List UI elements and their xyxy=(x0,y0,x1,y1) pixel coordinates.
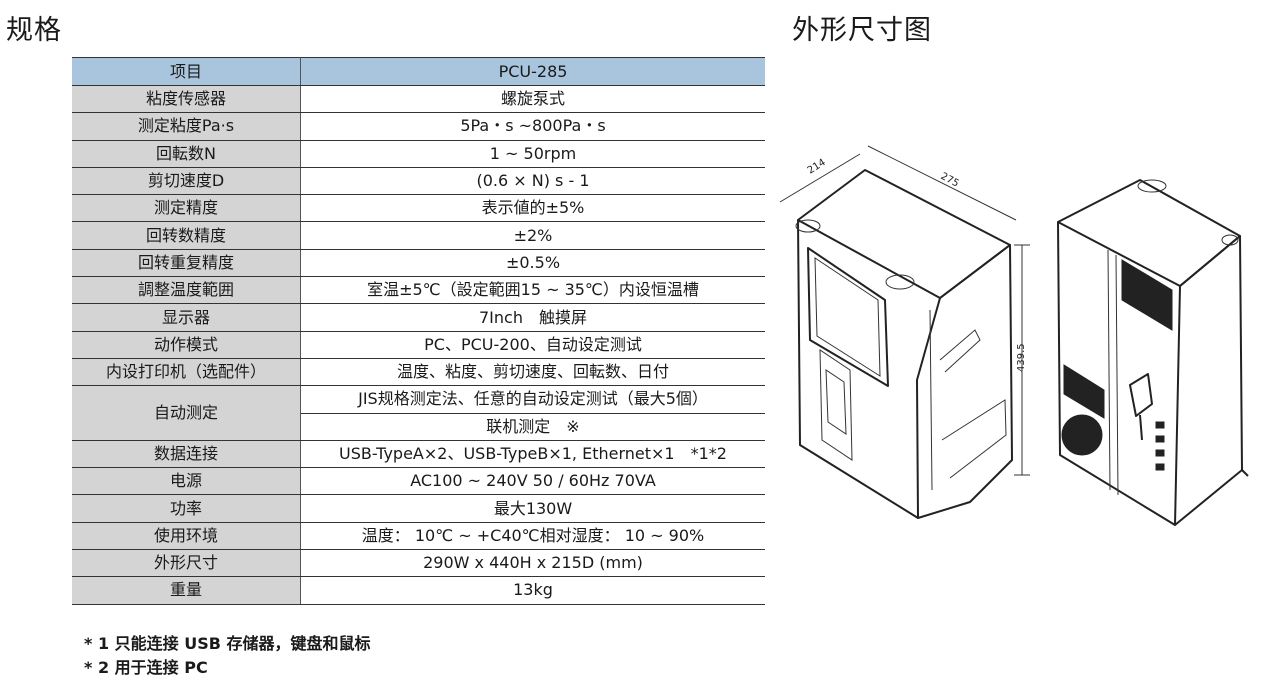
row-value: ±0.5% xyxy=(300,249,765,278)
row-key: 自动测定 xyxy=(72,385,301,441)
row-value: AC100 ~ 240V 50 / 60Hz 70VA xyxy=(300,467,765,496)
row-key: 显示器 xyxy=(72,303,301,332)
row-key: 电源 xyxy=(72,467,301,496)
row-key: 数据连接 xyxy=(72,440,301,469)
row-key: 回转数精度 xyxy=(72,221,301,250)
row-value: 290W x 440H x 215D (mm) xyxy=(300,549,765,578)
row-key: 测定精度 xyxy=(72,194,301,223)
row-key: 調整温度範囲 xyxy=(72,276,301,305)
header-item: 项目 xyxy=(72,57,301,86)
row-value: 5Pa・s ~800Pa・s xyxy=(300,112,765,141)
width-dimension-label: 214 xyxy=(806,157,828,176)
row-value: 室温±5℃（設定範囲15 ~ 35℃）内设恒温槽 xyxy=(300,276,765,305)
height-dimension-label: 439.5 xyxy=(1016,343,1027,372)
footnote-2: * 2 用于连接 PC xyxy=(84,658,208,677)
device-front-view: 214 275 439.5 xyxy=(779,145,1030,519)
row-key: 粘度传感器 xyxy=(72,85,301,114)
row-value: 温度： 10℃ ~ +C40℃相对湿度： 10 ~ 90% xyxy=(300,522,765,551)
row-value: PC、PCU-200、自动设定测试 xyxy=(300,331,765,359)
row-value: 联机测定 ※ xyxy=(300,413,765,441)
table-row: 回转数精度±2% xyxy=(72,221,765,250)
table-row: 粘度传感器螺旋泵式 xyxy=(72,85,765,114)
row-key: 重量 xyxy=(72,576,301,605)
row-value: 7Inch 触摸屏 xyxy=(300,303,765,332)
row-key: 内设打印机（选配件） xyxy=(72,358,301,387)
table-row: 回转重复精度±0.5% xyxy=(72,249,765,278)
row-value: 1 ~ 50rpm xyxy=(300,140,765,168)
table-row: 测定精度表示値的±5% xyxy=(72,194,765,223)
row-value: ±2% xyxy=(300,221,765,250)
row-value: 螺旋泵式 xyxy=(300,85,765,114)
table-row: 使用环境温度： 10℃ ~ +C40℃相对湿度： 10 ~ 90% xyxy=(72,522,765,551)
table-header-row: 项目 PCU-285 xyxy=(72,57,765,86)
row-value: USB-TypeA×2、USB-TypeB×1, Ethernet×1 *1*2 xyxy=(300,440,765,469)
dimension-title: 外形尺寸图 xyxy=(792,15,932,46)
table-row: 剪切速度D(0.6 × N) s - 1 xyxy=(72,167,765,196)
row-key: 剪切速度D xyxy=(72,167,301,196)
row-key: 回转重复精度 xyxy=(72,249,301,278)
footnotes: * 1 只能连接 USB 存储器，键盘和鼠标 * 2 用于连接 PC xyxy=(84,632,371,680)
row-key: 外形尺寸 xyxy=(72,549,301,578)
table-row: 功率最大130W xyxy=(72,494,765,523)
row-key: 动作模式 xyxy=(72,331,301,359)
table-row: 調整温度範囲室温±5℃（設定範囲15 ~ 35℃）内设恒温槽 xyxy=(72,276,765,305)
row-key: 回転数N xyxy=(72,140,301,168)
table-row: 内设打印机（选配件）温度、粘度、剪切速度、回転数、日付 xyxy=(72,358,765,387)
spec-title: 规格 xyxy=(6,15,62,46)
row-value: 最大130W xyxy=(300,494,765,523)
row-key: 功率 xyxy=(72,494,301,523)
device-dimension-drawing: 214 275 439.5 xyxy=(779,145,1249,526)
table-row: 联机测定 ※ xyxy=(72,413,765,441)
footnote-1: * 1 只能连接 USB 存储器，键盘和鼠标 xyxy=(84,634,371,653)
row-value: (0.6 × N) s - 1 xyxy=(300,167,765,196)
device-back-view xyxy=(1057,179,1249,526)
row-value: 13kg xyxy=(300,576,765,605)
row-value: 表示値的±5% xyxy=(300,194,765,223)
row-key: 测定粘度Pa·s xyxy=(72,112,301,141)
row-value: JIS规格测定法、任意的自动设定测试（最大5個） xyxy=(300,385,765,414)
row-key: 使用环境 xyxy=(72,522,301,551)
header-model: PCU-285 xyxy=(300,57,765,86)
row-value: 温度、粘度、剪切速度、回転数、日付 xyxy=(300,358,765,387)
